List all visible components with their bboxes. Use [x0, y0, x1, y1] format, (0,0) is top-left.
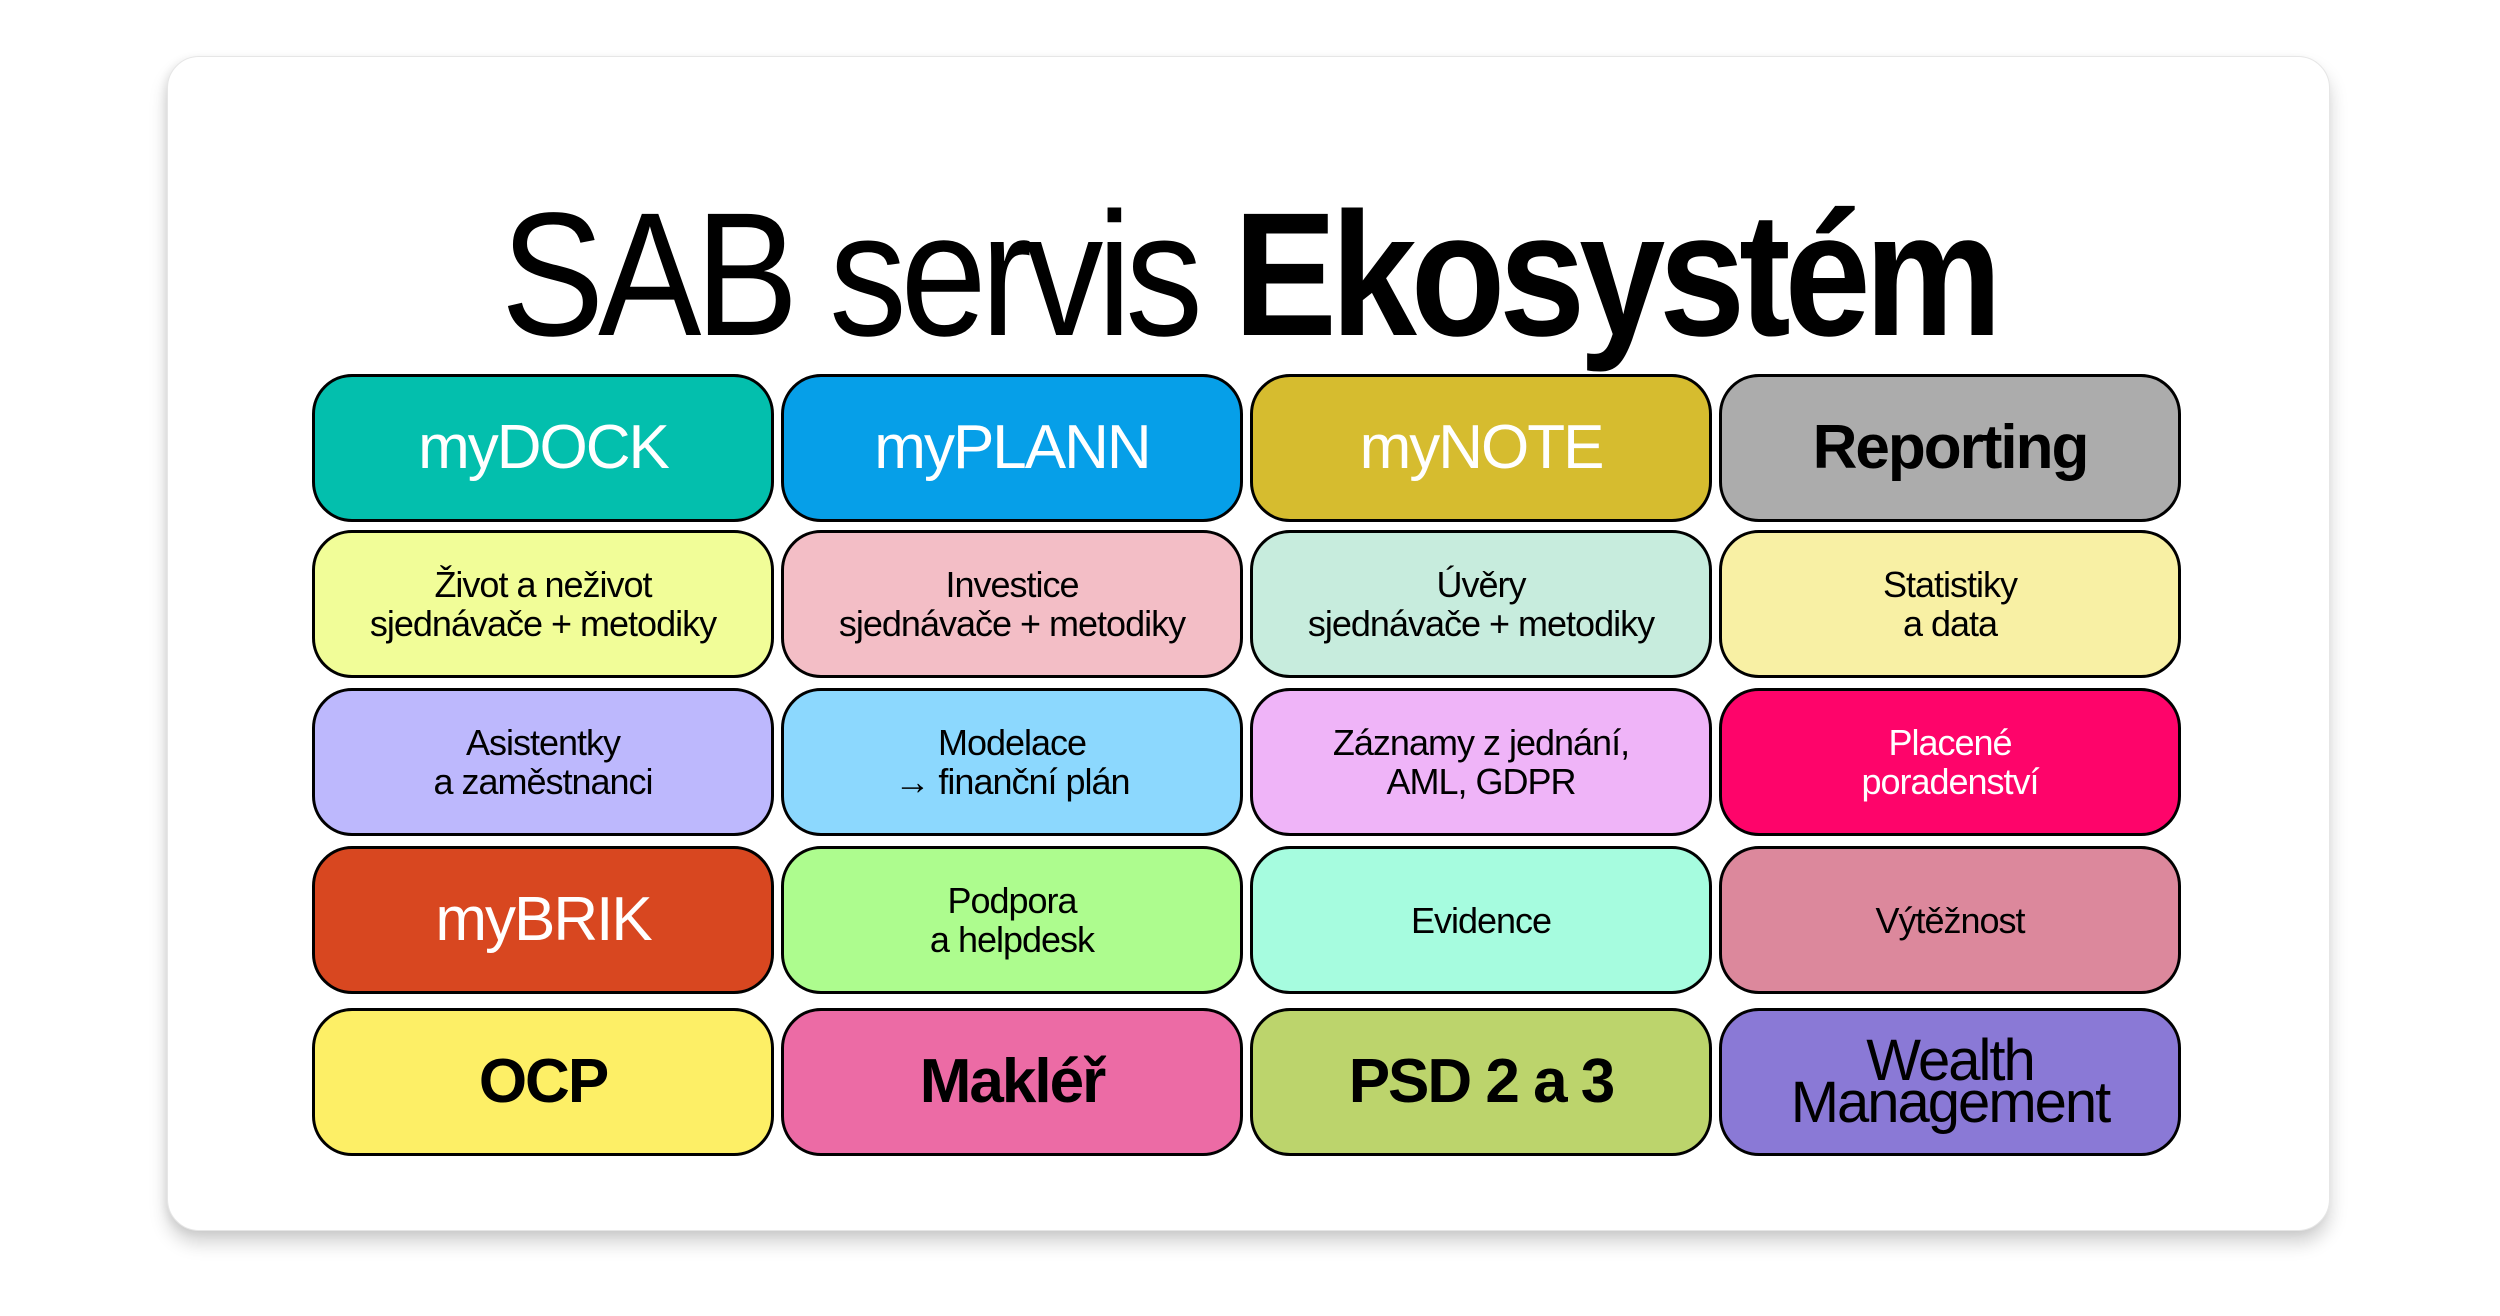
tile-wealth-management[interactable]: Wealth Management [1719, 1008, 2181, 1156]
tile-label: Makléř [919, 1047, 1106, 1116]
tile-ocp[interactable]: OCP [312, 1008, 774, 1156]
tile-label: Asistentky a zaměstnanci [433, 722, 653, 802]
title-light: SAB servis [500, 177, 1234, 373]
tile-label: OCP [478, 1047, 609, 1116]
tile-vytEznost[interactable]: Výtěžnost [1719, 846, 2181, 994]
tile-label: Evidence [1410, 899, 1552, 941]
tile-label: Úvěry sjednávače + metodiky [1307, 564, 1655, 644]
title-bold: Ekosystém [1233, 177, 2003, 373]
tile-psd[interactable]: PSD 2 a 3 [1250, 1008, 1712, 1156]
tile-uvery[interactable]: Úvěry sjednávače + metodiky [1250, 530, 1712, 678]
tile-label: Placené poradenství [1861, 722, 2039, 802]
tile-placene-poradenstvi[interactable]: Placené poradenství [1719, 688, 2181, 836]
tile-label: myBRIK [435, 885, 652, 954]
tile-mydock[interactable]: myDOCK [312, 374, 774, 522]
tile-label: Wealth Management [1790, 1028, 2112, 1135]
tile-label: PSD 2 a 3 [1348, 1047, 1616, 1116]
tile-evidence[interactable]: Evidence [1250, 846, 1712, 994]
tile-zaznamy[interactable]: Záznamy z jednání, AML, GDPR [1250, 688, 1712, 836]
tile-modelace[interactable]: Modelace → finanční plán [781, 688, 1243, 836]
tile-statistiky[interactable]: Statistiky a data [1719, 530, 2181, 678]
tile-label: Statistiky a data [1882, 564, 2018, 644]
tile-asistentky[interactable]: Asistentky a zaměstnanci [312, 688, 774, 836]
tile-label: myDOCK [418, 413, 670, 482]
tile-zivot-nezivot[interactable]: Život a neživot sjednávače + metodiky [312, 530, 774, 678]
page-title: SAB servis Ekosystém [298, 175, 2200, 375]
tile-label: Reporting [1812, 413, 2090, 482]
tile-label: Život a neživot sjednávače + metodiky [369, 564, 717, 644]
tile-label: Investice sjednávače + metodiky [838, 564, 1186, 644]
tile-label: myNOTE [1359, 413, 1605, 482]
tile-myplann[interactable]: myPLANN [781, 374, 1243, 522]
tile-label: Výtěžnost [1875, 899, 2025, 941]
tile-label: Modelace → finanční plán [894, 722, 1130, 802]
tile-investice[interactable]: Investice sjednávače + metodiky [781, 530, 1243, 678]
tile-label: myPLANN [874, 413, 1151, 482]
tile-label: Záznamy z jednání, AML, GDPR [1332, 722, 1630, 802]
tile-label: Podpora a helpdesk [929, 880, 1095, 960]
tile-reporting[interactable]: Reporting [1719, 374, 2181, 522]
tile-mynote[interactable]: myNOTE [1250, 374, 1712, 522]
tile-podpora[interactable]: Podpora a helpdesk [781, 846, 1243, 994]
tile-mybrik[interactable]: myBRIK [312, 846, 774, 994]
tile-makler[interactable]: Makléř [781, 1008, 1243, 1156]
